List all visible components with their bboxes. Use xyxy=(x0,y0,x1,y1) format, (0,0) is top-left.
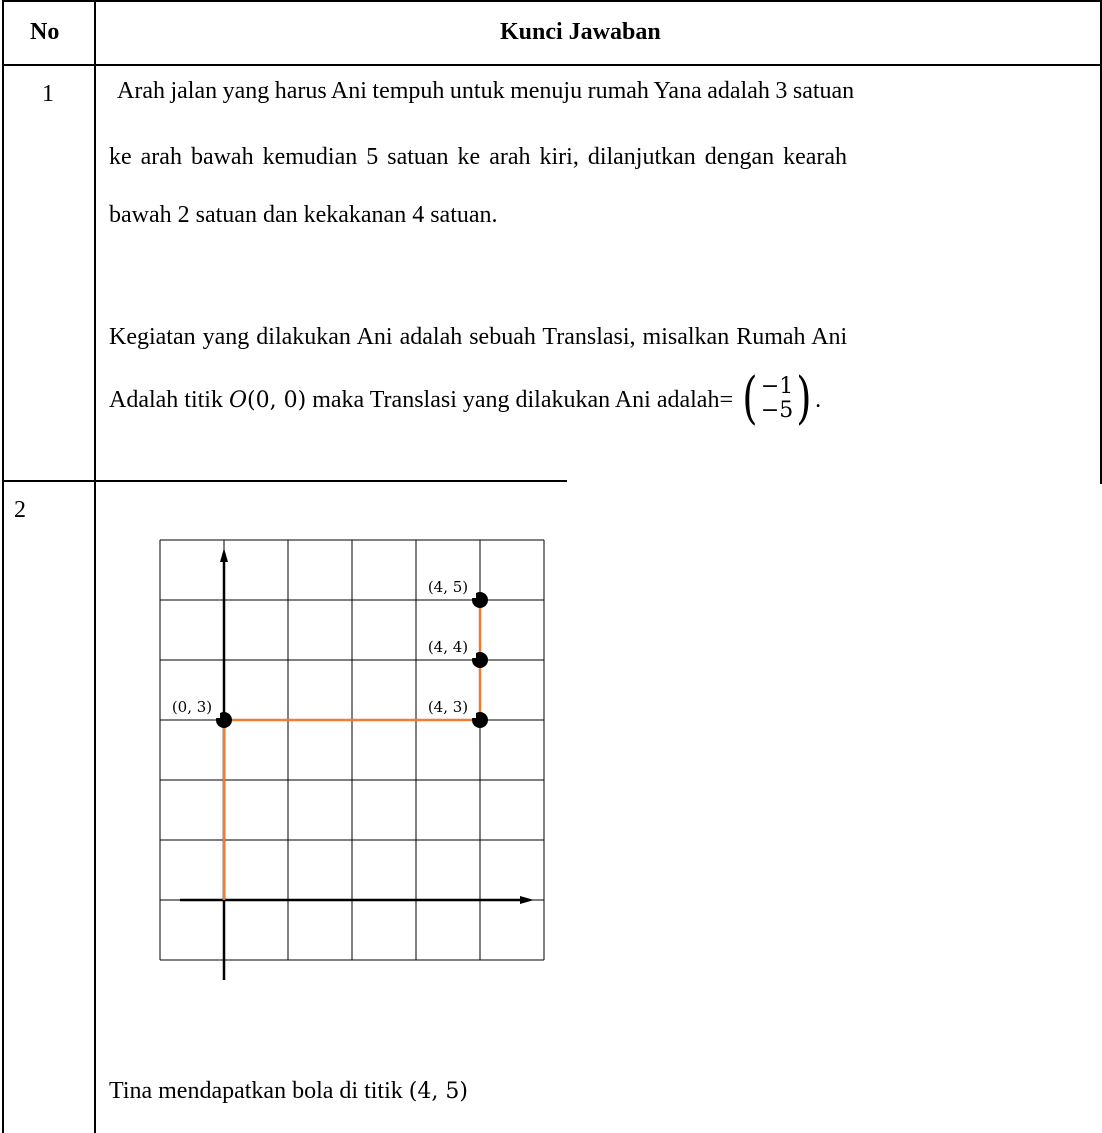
table-right-border xyxy=(1100,0,1102,484)
left-paren-icon: ( xyxy=(742,365,758,431)
table-column-divider xyxy=(94,0,96,1133)
line5-middle: maka Translasi yang dilakukan Ani adalah xyxy=(312,387,720,413)
point-label: (4, 3) xyxy=(428,698,468,716)
point-o-variable: O xyxy=(228,388,248,413)
header-answer-key: Kunci Jawaban xyxy=(500,19,661,45)
line5-prefix: Adalah titik xyxy=(109,387,223,413)
table-row1-divider xyxy=(2,480,567,482)
right-paren-icon: ) xyxy=(796,365,812,431)
row2-conclusion: Tina mendapatkan bola di titik (4, 5) xyxy=(109,1078,468,1105)
header-no: No xyxy=(30,19,60,45)
point-label: (0, 3) xyxy=(172,698,212,716)
row1-line4: Kegiatan yang dilakukan Ani adalah sebua… xyxy=(109,324,848,350)
point-label: (4, 5) xyxy=(428,578,468,596)
conclusion-prefix: Tina mendapatkan bola di titik xyxy=(109,1078,403,1104)
point-label-bg xyxy=(420,576,476,598)
row1-line3: bawah 2 satuan dan kekakanan 4 satuan. xyxy=(109,202,498,228)
translation-vector: (−1−5) xyxy=(739,367,815,427)
row1-line1: Arah jalan yang harus Ani tempuh untuk m… xyxy=(117,78,855,104)
vector-top: −1 xyxy=(760,373,794,399)
point-label: (4, 4) xyxy=(428,638,468,656)
row1-number: 1 xyxy=(42,81,54,107)
row1-line5: Adalah titik O(0, 0) maka Translasi yang… xyxy=(109,370,821,430)
conclusion-point: (4, 5) xyxy=(408,1079,468,1104)
equals-sign: = xyxy=(719,387,733,413)
vector-entries: −1−5 xyxy=(760,373,794,423)
row2-number: 2 xyxy=(14,497,26,523)
point-o-coords: (0, 0) xyxy=(247,388,307,413)
x-axis-arrow-icon xyxy=(520,896,534,904)
line5-end: . xyxy=(815,387,822,413)
table-top-border xyxy=(2,0,1102,2)
y-axis-arrow-icon xyxy=(220,548,228,562)
table-left-border xyxy=(2,0,4,1133)
table-header-divider xyxy=(2,64,1102,66)
points: (0, 3) (4, 3) (4, 4) (4, 5) xyxy=(164,576,488,728)
point-label-bg xyxy=(420,696,476,718)
row1-line2: ke arah bawah kemudian 5 satuan ke arah … xyxy=(109,144,848,170)
vector-bottom: −5 xyxy=(760,397,794,423)
point-label-bg xyxy=(420,636,476,658)
point-label-bg xyxy=(164,696,220,718)
